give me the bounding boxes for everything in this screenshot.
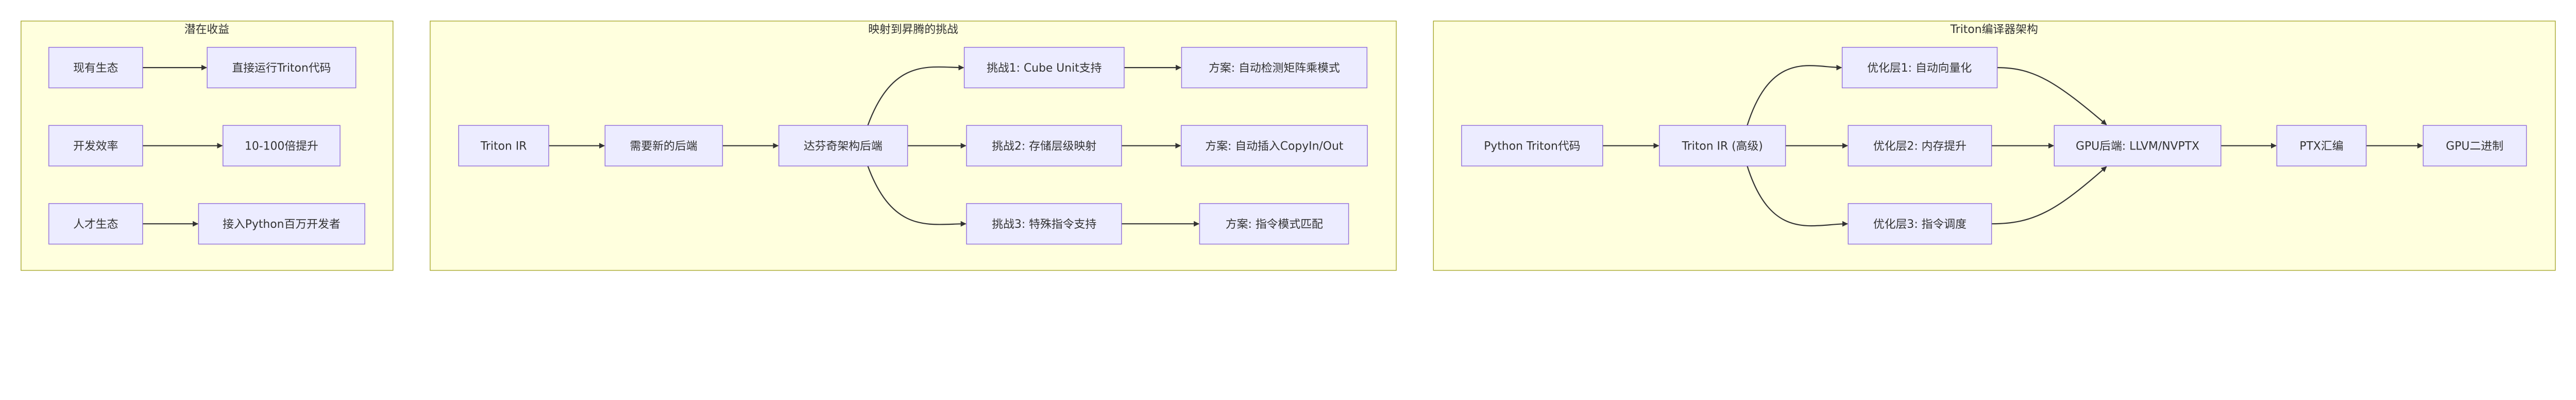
node-label: 开发效率 [73, 140, 118, 153]
edge [1997, 67, 2107, 125]
node-dev-efficiency[interactable]: 开发效率 [48, 125, 143, 166]
node-challenge-1[interactable]: 挑战1: Cube Unit支持 [963, 47, 1125, 89]
node-label: Triton IR [480, 140, 527, 153]
cluster-title: 映射到昇腾的挑战 [868, 23, 958, 36]
node-label: 方案: 自动插入CopyIn/Out [1205, 140, 1343, 153]
node-python-developers[interactable]: 接入Python百万开发者 [198, 203, 365, 245]
node-label: Python Triton代码 [1484, 140, 1580, 153]
node-run-triton-code[interactable]: 直接运行Triton代码 [207, 47, 357, 89]
node-triton-ir-high[interactable]: Triton IR (高级) [1659, 125, 1786, 166]
edge [1747, 64, 1842, 126]
node-label: GPU后端: LLVM/NVPTX [2076, 140, 2199, 153]
node-label: PTX汇编 [2299, 140, 2343, 153]
node-solution-2[interactable]: 方案: 自动插入CopyIn/Out [1180, 125, 1368, 166]
diagram-canvas: 潜在收益 现有生态 直接运行Triton代码 开发效率 10-100倍提升 人才… [21, 21, 2556, 271]
node-challenge-3[interactable]: 挑战3: 特殊指令支持 [966, 203, 1122, 245]
node-opt-scheduling[interactable]: 优化层3: 指令调度 [1848, 203, 1992, 245]
node-label: 接入Python百万开发者 [223, 218, 341, 231]
node-label: 挑战1: Cube Unit支持 [987, 62, 1101, 75]
cluster-ascend-challenges: 映射到昇腾的挑战 Triton IR 需要新的后端 达芬奇架构后端 挑战1: C… [430, 21, 1397, 271]
node-existing-ecosystem[interactable]: 现有生态 [48, 47, 143, 89]
node-solution-1[interactable]: 方案: 自动检测矩阵乘模式 [1181, 47, 1368, 89]
node-label: 现有生态 [73, 62, 118, 75]
edge [1747, 165, 1848, 227]
node-label: 方案: 自动检测矩阵乘模式 [1209, 62, 1340, 75]
node-solution-3[interactable]: 方案: 指令模式匹配 [1199, 203, 1349, 245]
node-python-triton-code[interactable]: Python Triton代码 [1461, 125, 1603, 166]
node-label: 方案: 指令模式匹配 [1226, 218, 1323, 231]
node-label: 直接运行Triton代码 [232, 62, 331, 75]
node-label: 人才生态 [73, 218, 118, 231]
node-opt-memory[interactable]: 优化层2: 内存提升 [1848, 125, 1992, 166]
node-gpu-binary[interactable]: GPU二进制 [2422, 125, 2527, 166]
node-gpu-backend[interactable]: GPU后端: LLVM/NVPTX [2054, 125, 2222, 166]
node-label: 优化层1: 自动向量化 [1867, 62, 1972, 75]
node-label: 10-100倍提升 [245, 140, 318, 153]
cluster-title: Triton编译器架构 [1950, 23, 2038, 36]
node-new-backend[interactable]: 需要新的后端 [604, 125, 723, 166]
node-speedup[interactable]: 10-100倍提升 [223, 125, 341, 166]
node-triton-ir[interactable]: Triton IR [458, 125, 549, 166]
cluster-title: 潜在收益 [184, 23, 229, 36]
edge [1991, 166, 2107, 225]
node-talent-ecosystem[interactable]: 人才生态 [48, 203, 143, 245]
node-label: 挑战3: 特殊指令支持 [992, 218, 1096, 231]
node-label: 挑战2: 存储层级映射 [992, 140, 1096, 153]
node-ptx-assembly[interactable]: PTX汇编 [2276, 125, 2367, 166]
edge [867, 64, 964, 126]
node-opt-vectorize[interactable]: 优化层1: 自动向量化 [1841, 47, 1998, 89]
node-label: 优化层2: 内存提升 [1873, 140, 1967, 153]
node-label: 需要新的后端 [630, 140, 698, 153]
node-label: GPU二进制 [2446, 140, 2503, 153]
node-challenge-2[interactable]: 挑战2: 存储层级映射 [966, 125, 1122, 166]
cluster-triton-compiler: Triton编译器架构 Python Triton代码 Triton IR (高… [1433, 21, 2556, 271]
node-davinci-backend[interactable]: 达芬奇架构后端 [778, 125, 908, 166]
node-label: 优化层3: 指令调度 [1873, 218, 1967, 231]
cluster-benefits: 潜在收益 现有生态 直接运行Triton代码 开发效率 10-100倍提升 人才… [21, 21, 394, 271]
edge [867, 165, 967, 227]
node-label: Triton IR (高级) [1682, 140, 1763, 153]
node-label: 达芬奇架构后端 [804, 140, 883, 153]
